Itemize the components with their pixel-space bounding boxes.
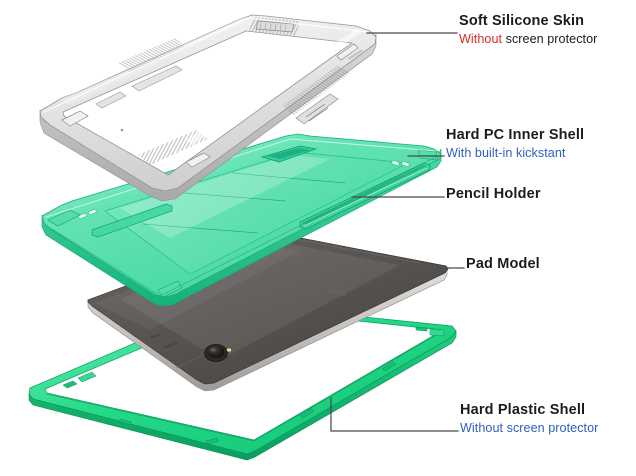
- pad-camera-lens: [204, 344, 232, 362]
- silicone-brand-mark: [348, 49, 363, 60]
- callout-hard-plastic-shell: Hard Plastic Shell Without screen protec…: [460, 402, 598, 436]
- pad-side-buttons: [150, 333, 177, 349]
- callout-subtitle-hard-plastic-shell: Without screen protector: [460, 421, 599, 436]
- callout-title-hard-pc-inner-shell: Hard PC Inner Shell: [446, 127, 585, 143]
- pc-shell-corner-bumpers: [47, 149, 439, 298]
- pc-shell-kickstand-seams: [142, 172, 346, 234]
- plastic-shell-side-band: [28, 330, 457, 461]
- silicone-right-rail-detail: [295, 93, 339, 125]
- callout-title-pencil-holder: Pencil Holder: [446, 186, 541, 202]
- plastic-shell-corner-tabs: [77, 328, 445, 383]
- silicone-mic-hole: [120, 128, 124, 132]
- layer-soft-silicone-skin: [39, 14, 377, 202]
- leader-lines: [330, 32, 465, 432]
- callout-pad-model: Pad Model: [466, 256, 540, 273]
- callout-title-hard-plastic-shell: Hard Plastic Shell: [460, 402, 586, 418]
- callout-subtitle-rest-screen-protector: screen protector: [502, 32, 598, 47]
- silicone-grip-texture-right: [282, 65, 350, 115]
- silicone-grip-texture-left: [118, 38, 186, 72]
- pad-camera-flash: [226, 348, 232, 352]
- pc-shell-left-ridge: [91, 203, 173, 238]
- silicone-port-cutouts: [61, 43, 359, 168]
- leader-line-plastic-shell: [330, 397, 459, 432]
- pad-logo: [327, 288, 348, 296]
- callout-subtitle-emphasis-without: Without: [459, 32, 503, 47]
- callout-subtitle-soft-silicone-skin: Without screen protector: [459, 32, 597, 47]
- callout-title-pad-model: Pad Model: [466, 256, 540, 272]
- callout-subtitle-hard-pc-inner-shell: With built-in kickstant: [446, 146, 566, 161]
- callout-hard-pc-inner-shell: Hard PC Inner Shell With built-in kickst…: [446, 127, 584, 161]
- pc-shell-camera-cutout: [260, 145, 318, 163]
- callout-pencil-holder: Pencil Holder: [446, 186, 541, 203]
- callout-title-soft-silicone-skin: Soft Silicone Skin: [459, 13, 585, 29]
- silicone-button-bumps: [95, 65, 183, 109]
- silicone-speaker-slot: [255, 20, 295, 33]
- callout-soft-silicone-skin: Soft Silicone Skin Without screen protec…: [459, 13, 597, 47]
- pc-shell-port-slots: [77, 159, 410, 220]
- layer-hard-pc-inner-shell: [41, 133, 442, 307]
